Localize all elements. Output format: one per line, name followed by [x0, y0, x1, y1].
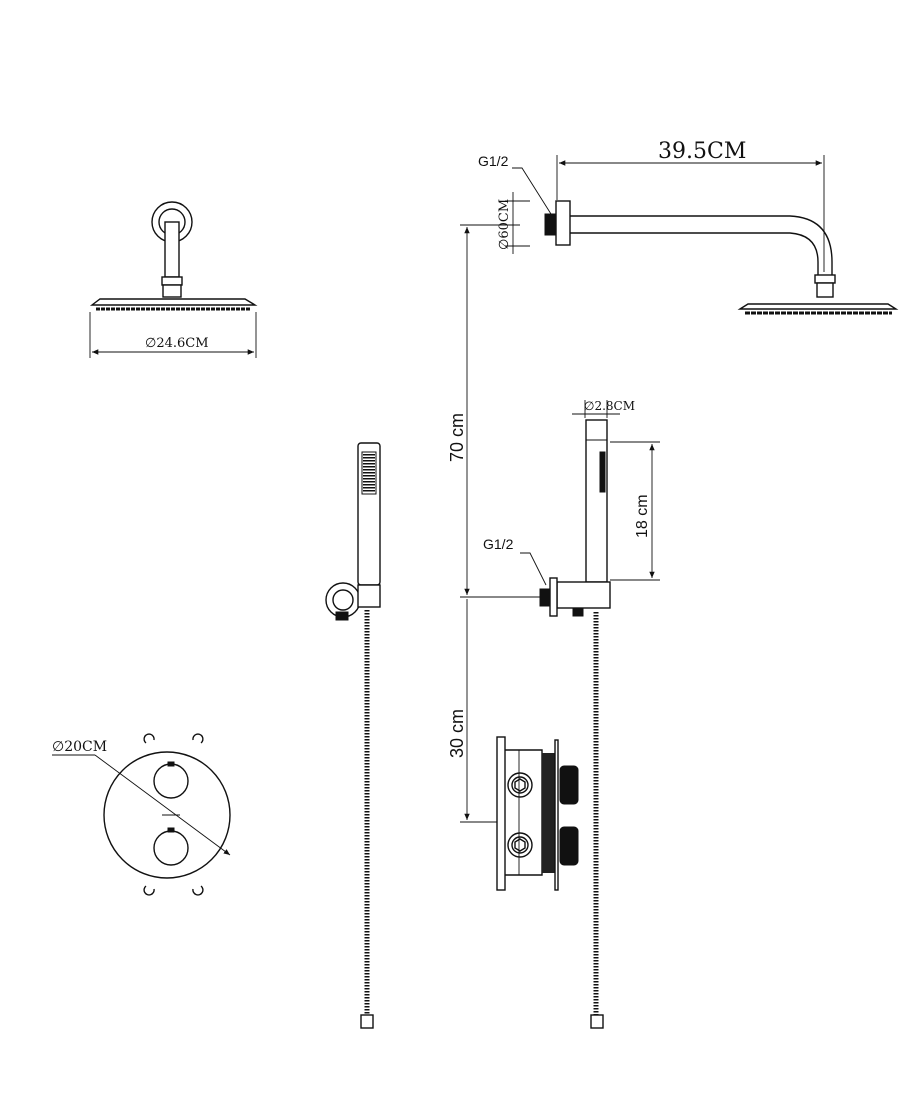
valve-plate-diameter-label: ∅20CM	[52, 739, 107, 755]
handheld-diameter-label: ∅2.8CM	[584, 399, 635, 413]
handheld-front-view	[325, 442, 381, 1029]
height-70-label: 70 cm	[447, 413, 467, 462]
shower-head-front-view: ∅24.6CM	[89, 201, 258, 358]
flange-diameter-label: ∅60CM	[497, 199, 512, 250]
valve-plate-front-view: ∅20CM	[52, 733, 231, 896]
thread-outlet-label: G1/2	[483, 536, 514, 552]
valve-box-side-view	[496, 736, 579, 891]
thread-top-label: G1/2	[478, 153, 509, 169]
head-diameter-label: ∅24.6CM	[145, 336, 209, 351]
shower-arm-side-view: 39.5CM G1/2 ∅60CM	[478, 139, 899, 315]
height-30-label: 30 cm	[447, 709, 467, 758]
handheld-length-label: 18 cm	[634, 494, 651, 538]
handheld-side-view: ∅2.8CM 18 cm G1/2	[483, 399, 660, 1029]
arm-length-label: 39.5CM	[658, 139, 746, 164]
height-dimensions: 70 cm 30 cm	[447, 224, 540, 823]
